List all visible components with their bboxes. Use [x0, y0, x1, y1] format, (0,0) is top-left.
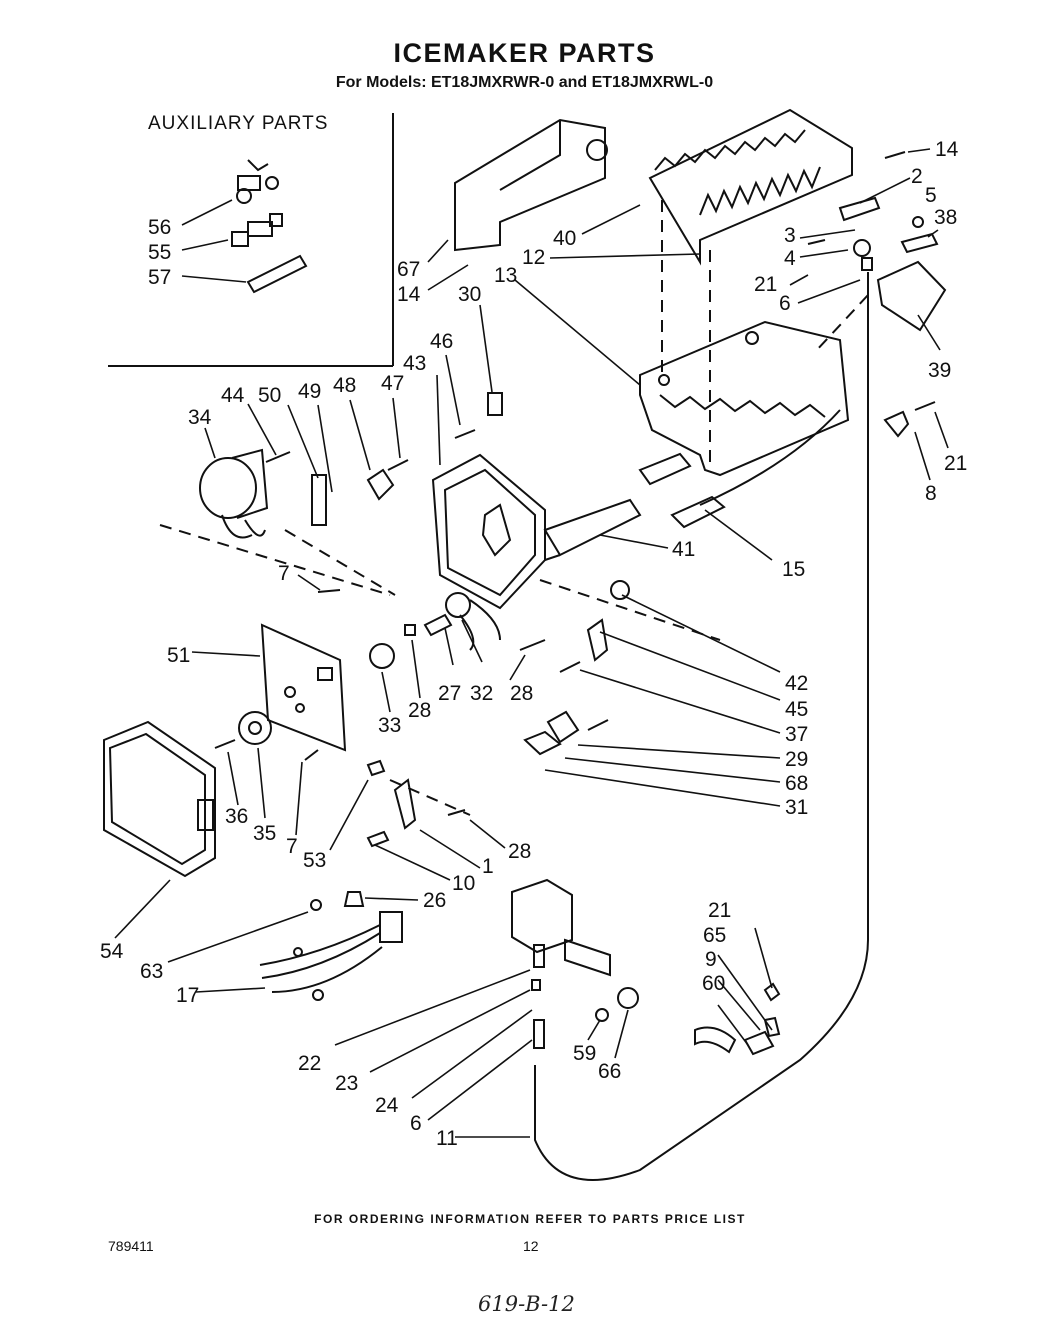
callout-label: 56: [148, 216, 171, 239]
callout-label: 46: [430, 330, 453, 353]
drive-motor: [199, 457, 257, 519]
callout-label: 28: [510, 682, 533, 705]
callout-label: 14: [935, 138, 959, 161]
callout-label: 66: [598, 1060, 621, 1083]
ice-ejector-fingers: [648, 108, 853, 266]
callout-label: 35: [253, 822, 276, 845]
callout-label: 59: [573, 1042, 596, 1065]
callout-label: 28: [408, 699, 431, 722]
control-housing: [431, 453, 546, 610]
aux-fitting-56: [236, 159, 279, 204]
callout-label: 44: [221, 384, 245, 407]
callout-label: 30: [458, 283, 481, 306]
mount-plate: [260, 623, 347, 752]
aux-union-55: [231, 213, 283, 247]
callout-label: 53: [303, 849, 326, 872]
callout-label: 45: [785, 698, 808, 721]
timing-cam: [238, 711, 272, 745]
callout-label: 65: [703, 924, 726, 947]
callout-label: 21: [708, 899, 731, 922]
callout-label: 22: [298, 1052, 321, 1075]
callout-label: 27: [438, 682, 461, 705]
callout-label: 50: [258, 384, 281, 407]
callout-label: 68: [785, 772, 808, 795]
callout-label: 7: [286, 835, 298, 858]
model-subtitle: For Models: ET18JMXRWR-0 and ET18JMXRWL-…: [335, 74, 714, 91]
callout-label: 57: [148, 266, 171, 289]
callout-label: 13: [494, 264, 517, 287]
callout-label: 48: [333, 374, 356, 397]
callout-label: 26: [423, 889, 446, 912]
callout-label: 60: [702, 972, 725, 995]
callout-label: 37: [785, 723, 808, 746]
callout-label: 29: [785, 748, 808, 771]
fill-cup: [876, 260, 947, 332]
water-valve: [511, 878, 573, 954]
callout-label: 28: [508, 840, 531, 863]
callout-label: 41: [672, 538, 695, 561]
callout-label: 47: [381, 372, 404, 395]
callout-label: 31: [785, 796, 808, 819]
callout-label: 38: [934, 206, 957, 229]
callout-label: 21: [944, 452, 967, 475]
callout-label: 63: [140, 960, 163, 983]
mounting-bracket: [454, 118, 606, 252]
callout-label: 42: [785, 672, 808, 695]
page-title: ICEMAKER PARTS: [393, 38, 656, 68]
callout-label: 6: [779, 292, 791, 315]
callout-label: 23: [335, 1072, 358, 1095]
callout-label: 49: [298, 380, 321, 403]
ordering-note: FOR ORDERING INFORMATION REFER TO PARTS …: [314, 1212, 746, 1226]
callout-label: 8: [925, 482, 937, 505]
callout-label: 9: [705, 948, 717, 971]
callout-label: 34: [188, 406, 212, 429]
callout-label: 40: [553, 227, 576, 250]
callout-label: 21: [754, 273, 777, 296]
auxiliary-parts-heading: AUXILIARY PARTS: [148, 113, 329, 134]
callout-label: 7: [278, 562, 290, 585]
callout-label: 32: [470, 682, 493, 705]
callout-label: 6: [410, 1112, 422, 1135]
callout-label: 39: [928, 359, 951, 382]
aux-tube-insert-57: [246, 254, 308, 294]
callout-label: 2: [911, 165, 923, 188]
callout-label: 43: [403, 352, 426, 375]
callout-label: 5: [925, 184, 937, 207]
water-supply-tube: [534, 272, 869, 1181]
handwritten-note: 619-B-12: [478, 1292, 575, 1316]
callout-label: 67: [397, 258, 420, 281]
callout-label: 24: [375, 1094, 399, 1117]
front-cover: [103, 720, 216, 878]
callout-label: 12: [522, 246, 545, 269]
callout-label: 15: [782, 558, 805, 581]
callout-label: 55: [148, 241, 171, 264]
callout-label: 14: [397, 283, 421, 306]
page-number: 12: [523, 1238, 539, 1254]
callout-label: 54: [100, 940, 124, 963]
callout-label: 36: [225, 805, 248, 828]
callout-label: 1: [482, 855, 494, 878]
callout-label: 4: [784, 247, 796, 270]
callout-label: 11: [436, 1127, 458, 1150]
callout-label: 17: [176, 984, 199, 1007]
callout-label: 10: [452, 872, 475, 895]
callout-label: 33: [378, 714, 401, 737]
ice-mold: [639, 320, 850, 477]
document-number: 789411: [108, 1238, 154, 1254]
callout-label: 51: [167, 644, 190, 667]
callout-label: 3: [784, 224, 796, 247]
